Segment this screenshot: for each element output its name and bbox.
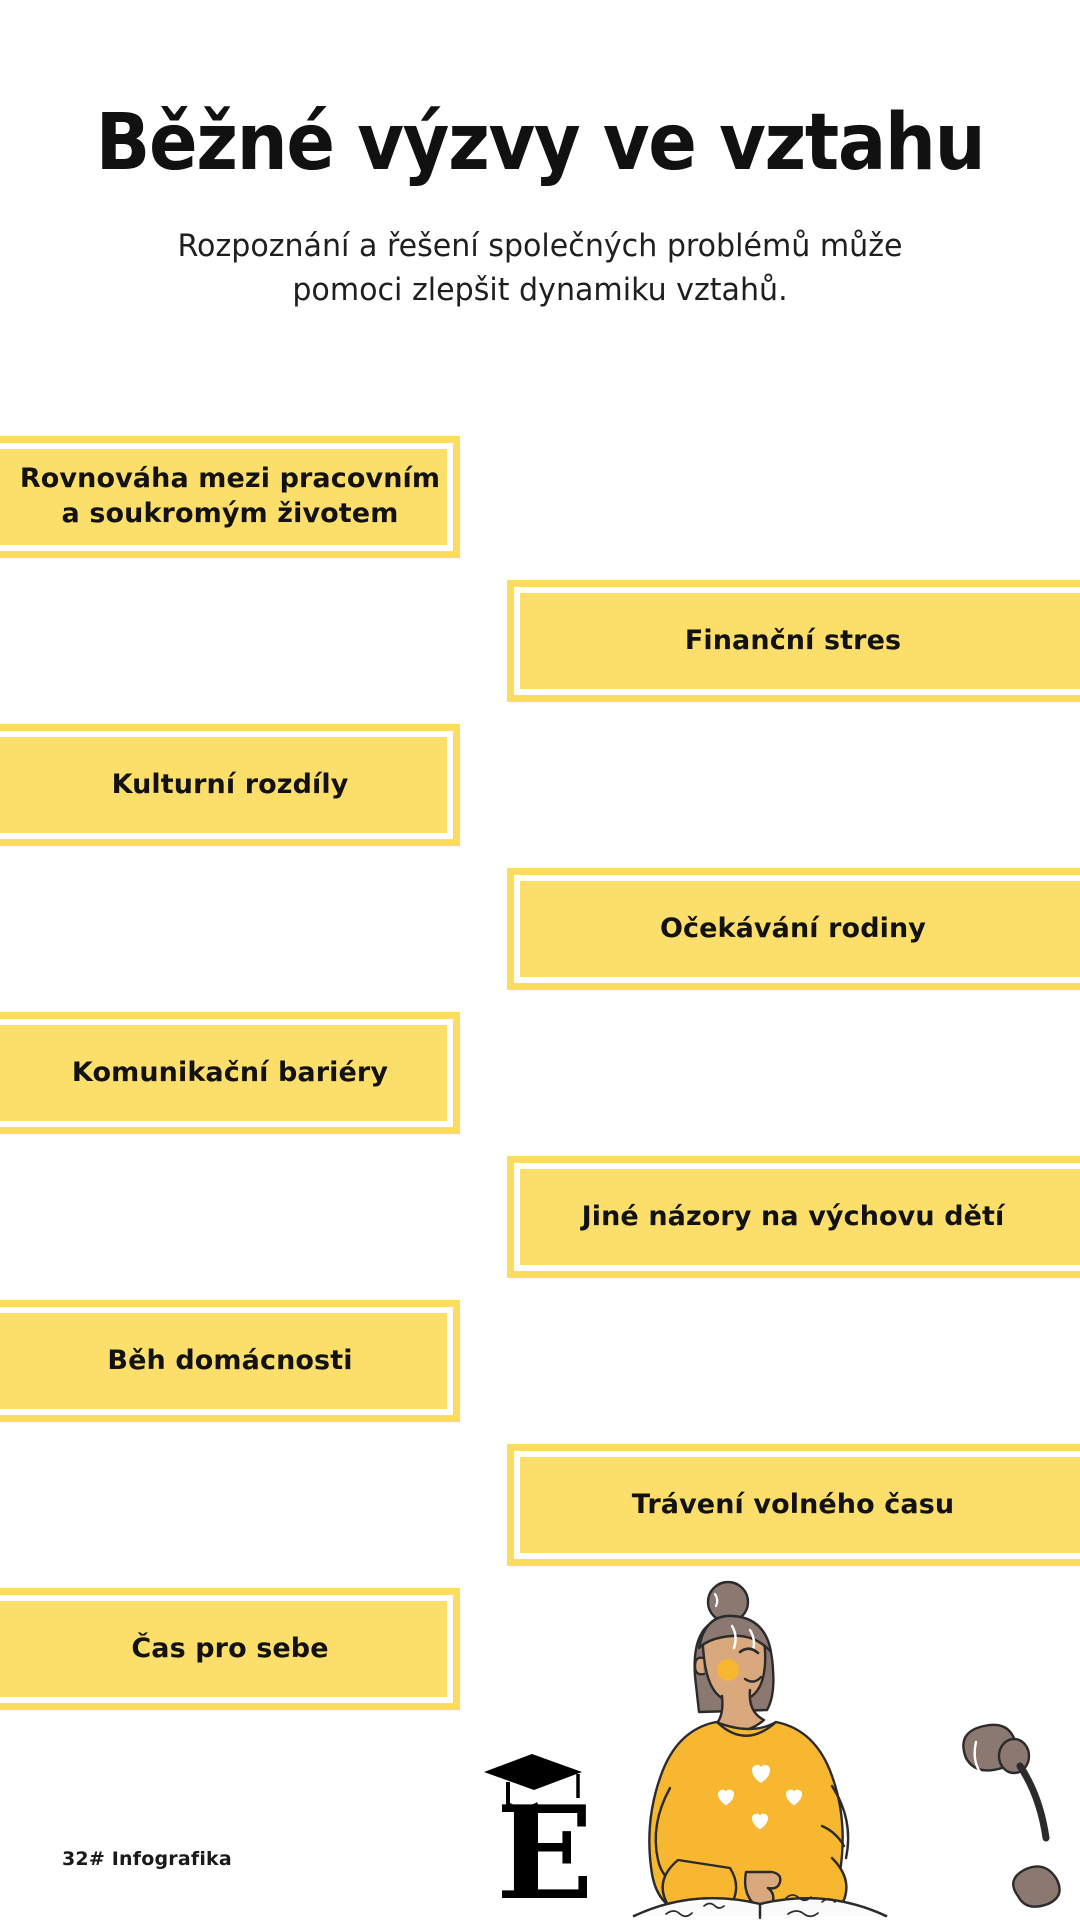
challenge-bar-leisure-time[interactable]: Trávení volného času xyxy=(507,1444,1080,1566)
challenge-bar-household-running[interactable]: Běh domácnosti xyxy=(0,1300,460,1422)
page-header: Běžné výzvy ve vztahu Rozpoznání a řešen… xyxy=(0,0,1080,312)
bar-row: Kulturní rozdíly xyxy=(0,724,1080,846)
illustration-svg xyxy=(632,1580,1061,1920)
bar-label: Jiné názory na výchovu dětí xyxy=(581,1200,1005,1232)
challenge-bar-financial-stress[interactable]: Finanční stres xyxy=(507,580,1080,702)
bar-row: Komunikační bariéry xyxy=(0,1012,1080,1134)
bar-row: Jiné názory na výchovu dětí xyxy=(0,1156,1080,1278)
challenge-bar-parenting-views[interactable]: Jiné názory na výchovu dětí xyxy=(507,1156,1080,1278)
bar-fill: Běh domácnosti xyxy=(0,1313,447,1409)
bar-fill: Rovnováha mezi pracovním a soukromým živ… xyxy=(0,449,447,545)
bar-fill: Kulturní rozdíly xyxy=(0,737,447,833)
bar-label: Běh domácnosti xyxy=(107,1344,353,1376)
bar-label: Kulturní rozdíly xyxy=(111,768,349,800)
bar-row: Trávení volného času xyxy=(0,1444,1080,1566)
page-subtitle: Rozpoznání a řešení společných problémů … xyxy=(177,227,903,308)
book-text-lines xyxy=(665,1894,836,1918)
bar-fill: Trávení volného času xyxy=(520,1457,1080,1553)
bar-row: Rovnováha mezi pracovním a soukromým živ… xyxy=(0,436,1080,558)
bar-fill: Očekávání rodiny xyxy=(520,881,1080,977)
brand-logo: E xyxy=(478,1748,598,1918)
challenge-bar-work-life-balance[interactable]: Rovnováha mezi pracovním a soukromým živ… xyxy=(0,436,460,558)
challenge-bar-cultural-differences[interactable]: Kulturní rozdíly xyxy=(0,724,460,846)
bar-row: Čas pro sebe xyxy=(0,1588,1080,1710)
footer-credit: 32# Infografika xyxy=(62,1848,232,1870)
bar-label: Trávení volného času xyxy=(631,1488,955,1520)
bar-fill: Čas pro sebe xyxy=(0,1601,447,1697)
bar-label: Rovnováha mezi pracovním a soukromým živ… xyxy=(19,463,441,529)
bar-label: Očekávání rodiny xyxy=(659,912,926,944)
blush-icon xyxy=(717,1659,739,1681)
bar-row: Finanční stres xyxy=(0,580,1080,702)
bar-fill: Finanční stres xyxy=(520,593,1080,689)
bar-label: Finanční stres xyxy=(684,624,902,656)
reading-person-illustration xyxy=(600,1580,1080,1920)
challenge-bar-family-expectations[interactable]: Očekávání rodiny xyxy=(507,868,1080,990)
bar-fill: Jiné názory na výchovu dětí xyxy=(520,1169,1080,1265)
bar-fill: Komunikační bariéry xyxy=(0,1025,447,1121)
challenge-bar-time-for-self[interactable]: Čas pro sebe xyxy=(0,1588,460,1710)
graduation-cap-icon xyxy=(484,1754,582,1811)
heart-decoration-icon xyxy=(718,1765,802,1830)
bar-row: Běh domácnosti xyxy=(0,1300,1080,1422)
page-title: Běžné výzvy ve vztahu xyxy=(95,98,986,188)
bar-label: Komunikační bariéry xyxy=(71,1056,389,1088)
challenge-bar-communication-barriers[interactable]: Komunikační bariéry xyxy=(0,1012,460,1134)
bar-row: Očekávání rodiny xyxy=(0,868,1080,990)
bar-label: Čas pro sebe xyxy=(131,1632,329,1664)
challenge-bar-list: Rovnováha mezi pracovním a soukromým živ… xyxy=(0,436,1080,1732)
brand-letter: E xyxy=(496,1779,594,1929)
